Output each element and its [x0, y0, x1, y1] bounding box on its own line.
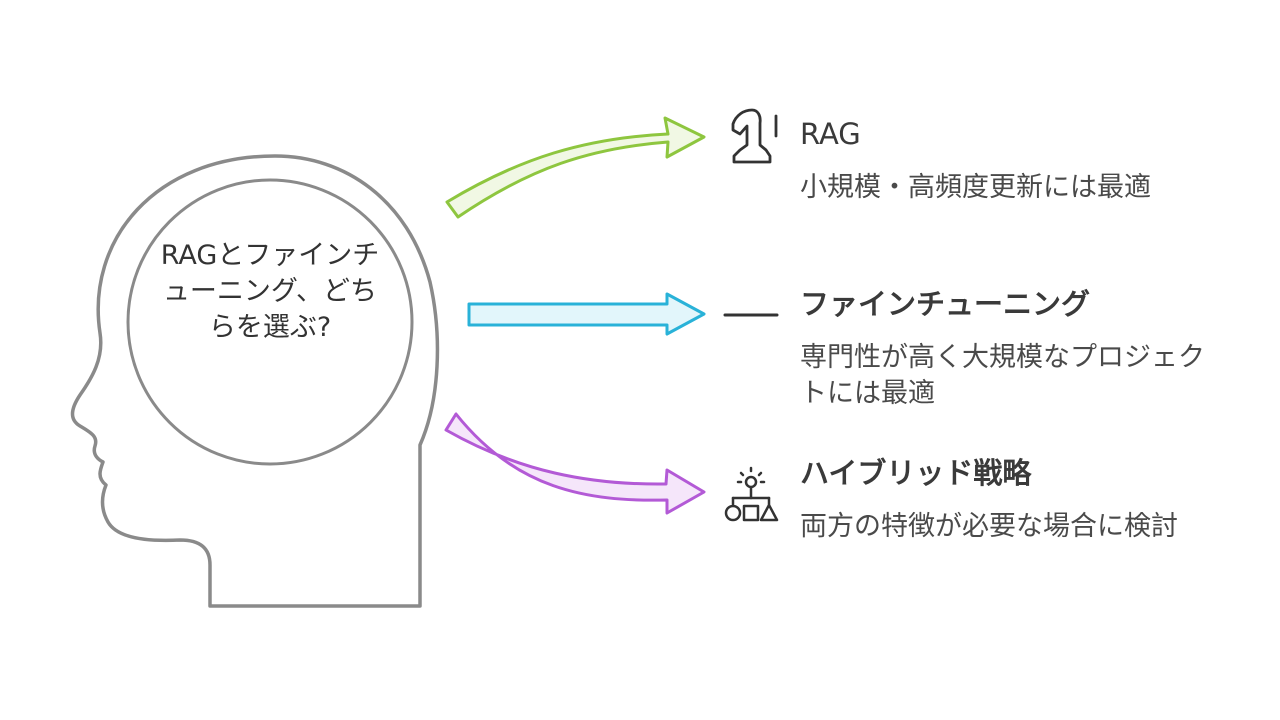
- arrow-rag: [445, 116, 706, 219]
- chess-piece-icon: [731, 108, 778, 164]
- option-hybrid-title: ハイブリッド戦略: [800, 456, 1032, 490]
- option-rag-description: 小規模・高頻度更新には最適: [800, 172, 1151, 203]
- option-finetuning-description: 専門性が高く大規模なプロジェクトには最適: [800, 342, 1205, 409]
- option-finetuning-title: ファインチューニング: [800, 287, 1091, 321]
- arrow-hybrid: [444, 412, 706, 515]
- option-rag-title: RAG: [800, 117, 861, 151]
- option-hybrid: ハイブリッド戦略 両方の特徴が必要な場合に検討: [800, 455, 1210, 545]
- thought-circle: [126, 178, 414, 466]
- arrow-finetuning: [467, 292, 706, 336]
- lightbulb-strategy-icon: [724, 466, 779, 522]
- central-question: RAGとファインチューニング、どちらを選ぶ?: [160, 240, 380, 343]
- option-finetuning: ファインチューニング 専門性が高く大規模なプロジェクトには最適: [800, 286, 1210, 412]
- option-hybrid-description: 両方の特徴が必要な場合に検討: [800, 511, 1178, 542]
- option-rag: RAG 小規模・高頻度更新には最適: [800, 116, 1220, 206]
